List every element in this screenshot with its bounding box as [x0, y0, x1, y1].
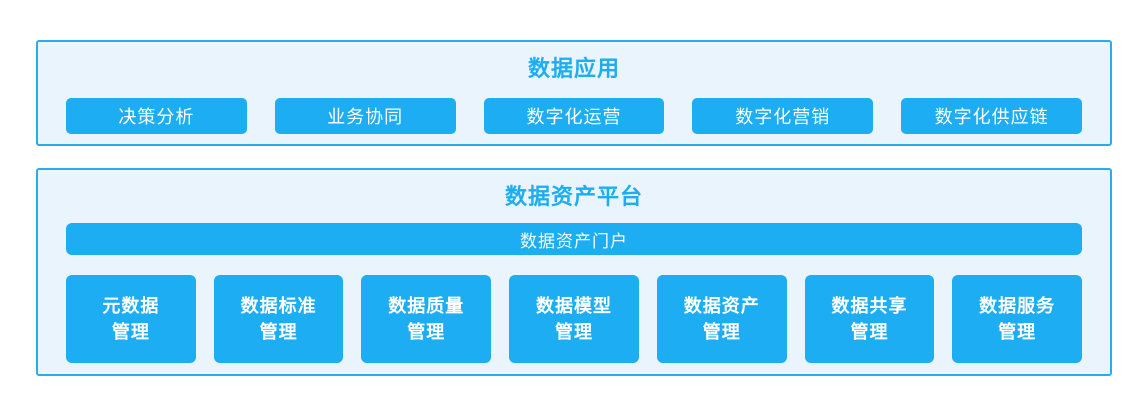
module-card-metadata-management: 元数据 管理 — [66, 275, 196, 363]
app-chip-business-collaboration: 业务协同 — [274, 98, 456, 134]
app-chip-digital-operations: 数字化运营 — [483, 98, 665, 134]
module-card-data-model-management: 数据模型 管理 — [509, 275, 639, 363]
app-chip-row: 决策分析 业务协同 数字化运营 数字化营销 数字化供应链 — [38, 98, 1110, 134]
module-card-data-quality-management: 数据质量 管理 — [361, 275, 492, 363]
data-application-title: 数据应用 — [527, 56, 620, 81]
app-chip-decision-analysis: 决策分析 — [66, 98, 247, 134]
module-card-data-service-management: 数据服务 管理 — [952, 275, 1083, 363]
module-card-data-asset-management: 数据资产 管理 — [656, 275, 787, 363]
data-application-panel: 数据应用 决策分析 业务协同 数字化运营 数字化营销 数字化供应链 — [36, 40, 1112, 146]
module-card-row: 元数据 管理 数据标准 管理 数据质量 管理 数据模型 管理 数据资产 管理 数… — [38, 275, 1110, 363]
data-asset-platform-title: 数据资产平台 — [504, 184, 643, 209]
module-card-data-standard-management: 数据标准 管理 — [213, 275, 344, 363]
app-chip-digital-marketing: 数字化营销 — [692, 98, 874, 134]
data-asset-platform-panel: 数据资产平台 数据资产门户 元数据 管理 数据标准 管理 数据质量 管理 数据模… — [36, 168, 1112, 376]
module-card-data-sharing-management: 数据共享 管理 — [804, 275, 935, 363]
app-chip-digital-supply-chain: 数字化供应链 — [901, 98, 1082, 134]
data-asset-portal-banner: 数据资产门户 — [66, 223, 1082, 255]
